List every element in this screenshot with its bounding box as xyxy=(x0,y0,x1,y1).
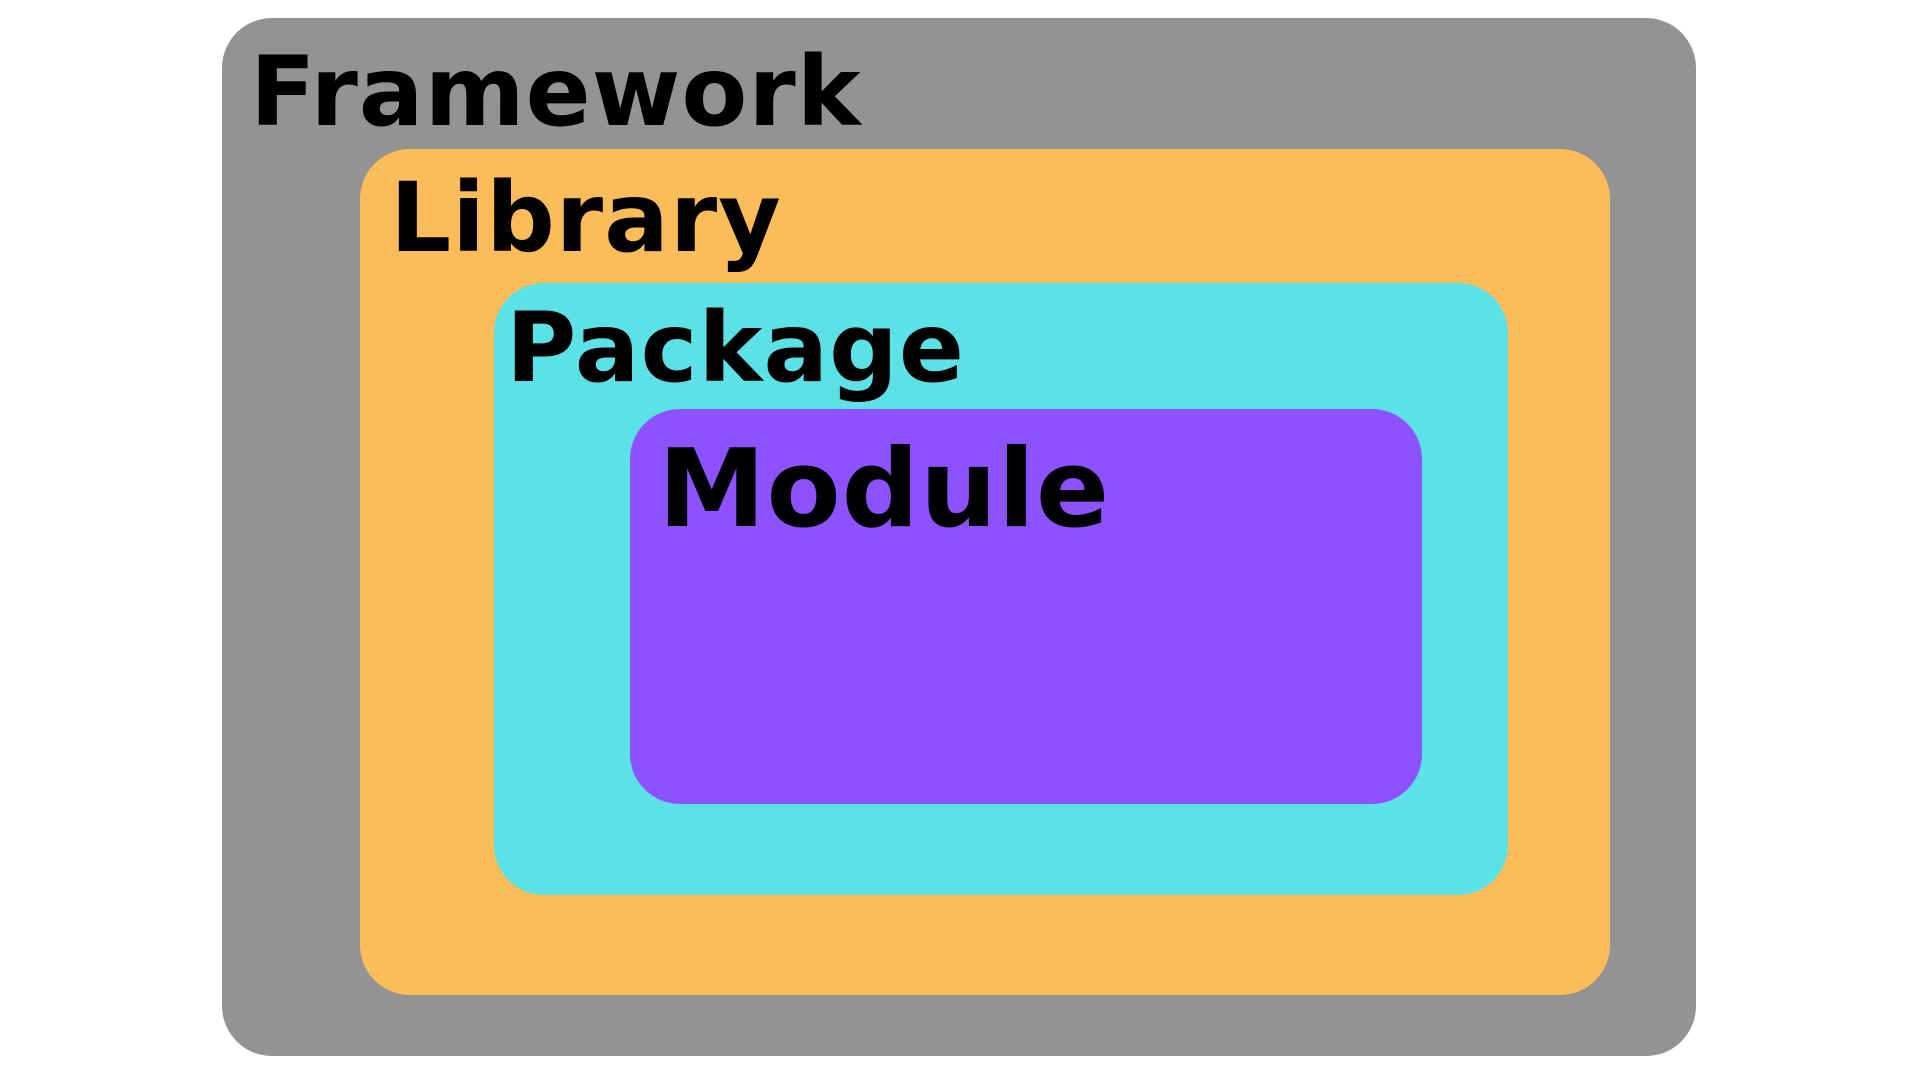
framework-label: Framework xyxy=(250,36,862,148)
module-box xyxy=(630,409,1422,804)
package-label: Package xyxy=(506,292,965,404)
module-label: Module xyxy=(658,427,1111,552)
library-label: Library xyxy=(390,162,782,274)
